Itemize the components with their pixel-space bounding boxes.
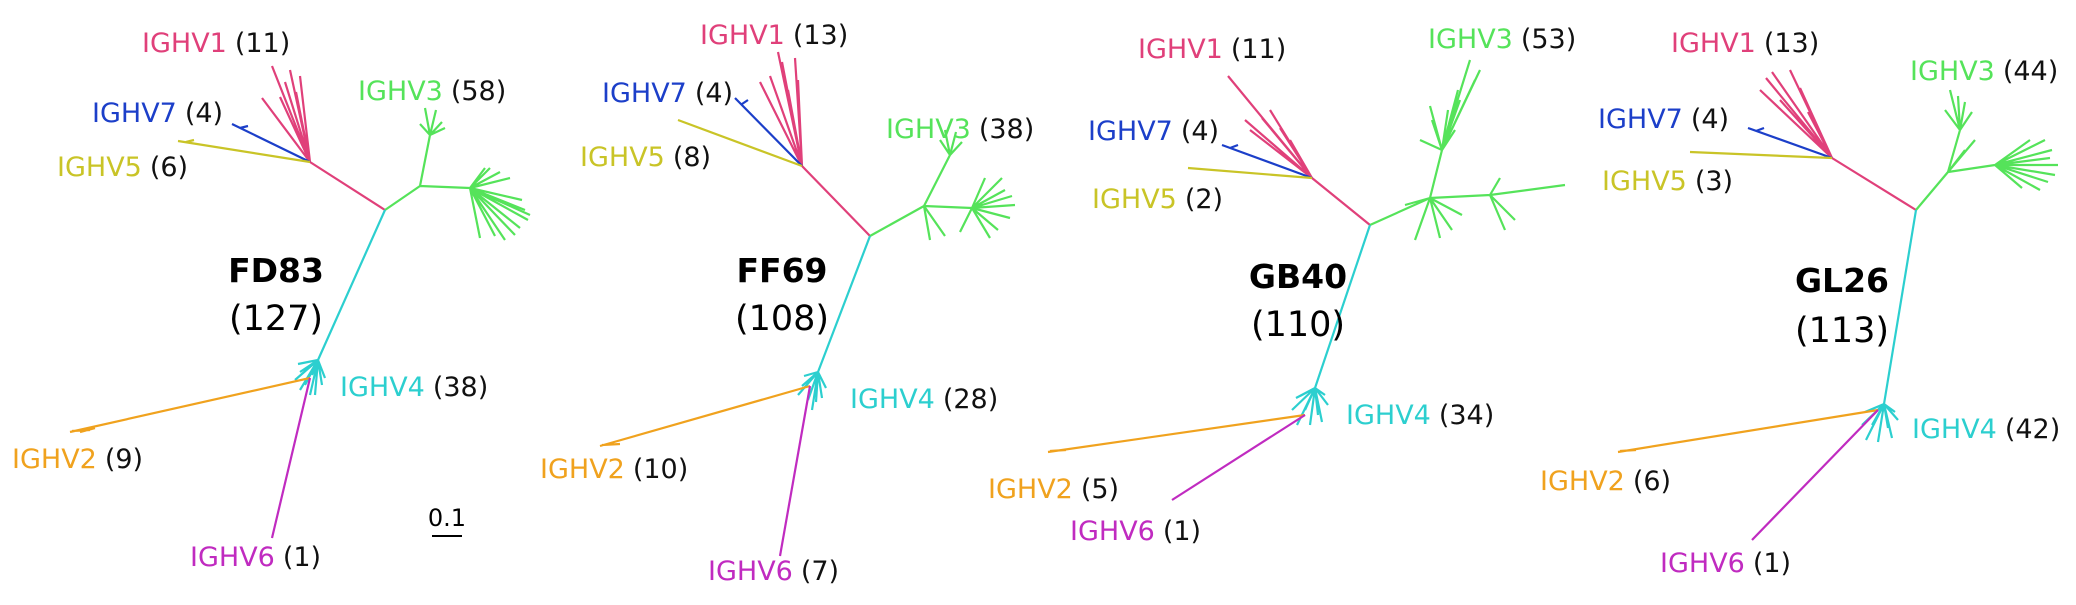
branch-ighv3	[1915, 89, 2058, 211]
tree-name: GB40	[1249, 257, 1347, 296]
tree-branches	[1047, 59, 1566, 501]
label-ighv6: IGHV6(7)	[708, 556, 839, 587]
branch-ighv6	[1751, 409, 1879, 541]
branch-ighv7	[1747, 126, 1833, 160]
branch-ighv5	[1689, 150, 1833, 160]
scale-bar: 0.1	[428, 504, 466, 537]
label-ighv6: IGHV6(1)	[1070, 516, 1201, 547]
label-ighv7: IGHV7(4)	[1088, 116, 1219, 147]
branch-ighv5	[1187, 166, 1313, 180]
tree-name: GL26	[1795, 261, 1889, 300]
tree-ff69: IGHV1(13) IGHV7(4) IGHV5(8) IGHV3(38) IG…	[540, 20, 1034, 587]
tree-total: (127)	[229, 299, 323, 339]
label-ighv2: IGHV2(6)	[1540, 466, 1671, 497]
label-ighv1: IGHV1(11)	[1138, 34, 1286, 65]
branch-ighv2	[69, 376, 311, 434]
label-ighv3: IGHV3(58)	[358, 76, 506, 107]
label-ighv6: IGHV6(1)	[190, 542, 321, 573]
branch-ighv3	[869, 129, 1016, 241]
label-ighv1: IGHV1(13)	[700, 20, 848, 51]
branch-ighv6	[270, 377, 312, 539]
label-ighv1: IGHV1(13)	[1671, 28, 1819, 59]
tree-name: FF69	[736, 251, 827, 290]
branch-ighv1	[261, 65, 386, 211]
tree-branches	[69, 65, 531, 539]
label-ighv3: IGHV3(53)	[1428, 24, 1576, 55]
tree-branches	[599, 51, 1016, 557]
branch-ighv2	[1047, 413, 1306, 454]
label-ighv6: IGHV6(1)	[1660, 548, 1791, 579]
label-ighv1: IGHV1(11)	[142, 28, 290, 59]
branch-ighv4	[1291, 224, 1372, 426]
branch-ighv7	[231, 123, 311, 163]
branch-ighv3	[1369, 59, 1566, 241]
label-ighv4: IGHV4(34)	[1346, 400, 1494, 431]
label-ighv2: IGHV2(9)	[12, 444, 143, 475]
branch-ighv1	[1759, 69, 1917, 211]
branch-ighv7	[1221, 143, 1313, 180]
tree-total: (110)	[1251, 305, 1345, 345]
scale-bar-label: 0.1	[428, 504, 466, 532]
branch-ighv3	[384, 107, 531, 241]
branch-ighv4	[294, 209, 387, 396]
label-ighv5: IGHV5(3)	[1602, 166, 1733, 197]
label-ighv4: IGHV4(38)	[340, 372, 488, 403]
branch-ighv6	[1171, 414, 1306, 501]
tree-fd83: IGHV1(11) IGHV7(4) IGHV5(6) IGHV3(58) IG…	[12, 28, 531, 573]
label-ighv3: IGHV3(44)	[1910, 56, 2058, 87]
label-ighv2: IGHV2(5)	[988, 474, 1119, 505]
branch-ighv7	[734, 97, 803, 167]
tree-total: (108)	[735, 299, 829, 339]
tree-branches	[1617, 69, 2058, 541]
branch-ighv4	[797, 235, 872, 411]
label-ighv3: IGHV3(38)	[886, 114, 1034, 145]
label-ighv7: IGHV7(4)	[92, 98, 223, 129]
tree-gl26: IGHV1(13) IGHV7(4) IGHV5(3) IGHV3(44) IG…	[1540, 28, 2060, 579]
label-ighv4: IGHV4(28)	[850, 384, 998, 415]
branch-ighv5	[177, 138, 311, 164]
label-ighv5: IGHV5(6)	[57, 152, 188, 183]
branch-ighv1	[759, 51, 871, 237]
label-ighv7: IGHV7(4)	[1598, 104, 1729, 135]
label-ighv5: IGHV5(8)	[580, 142, 711, 173]
branch-ighv5	[677, 118, 803, 168]
branch-ighv2	[1617, 408, 1879, 454]
label-ighv5: IGHV5(2)	[1092, 184, 1223, 215]
branch-ighv6	[778, 385, 812, 557]
branch-ighv2	[599, 384, 811, 448]
tree-total: (113)	[1795, 311, 1889, 351]
label-ighv4: IGHV4(42)	[1912, 414, 2060, 445]
tree-gb40: IGHV1(11) IGHV7(4) IGHV5(2) IGHV3(53) IG…	[988, 24, 1576, 547]
label-ighv7: IGHV7(4)	[602, 78, 733, 109]
label-ighv2: IGHV2(10)	[540, 454, 688, 485]
tree-name: FD83	[228, 251, 324, 290]
branch-ighv1	[1227, 75, 1371, 226]
